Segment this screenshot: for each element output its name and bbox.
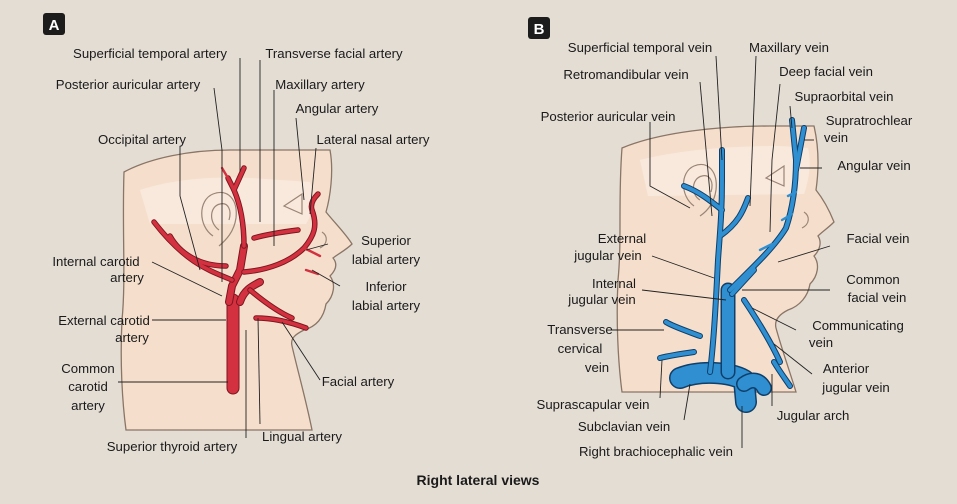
artery-tree bbox=[151, 165, 322, 395]
label-superior-labial-artery-line1: Superior bbox=[361, 233, 411, 248]
label-external-jugular-vein-line1: External bbox=[598, 231, 646, 246]
label-suprascapular-vein: Suprascapular vein bbox=[537, 397, 650, 412]
label-inferior-labial-artery-line2: labial artery bbox=[352, 298, 421, 313]
figure-caption: Right lateral views bbox=[417, 472, 540, 488]
panel-b: B bbox=[528, 17, 913, 459]
label-deep-facial-vein: Deep facial vein bbox=[779, 64, 873, 79]
label-right-brachiocephalic-vein: Right brachiocephalic vein bbox=[579, 444, 733, 459]
vein-tree bbox=[657, 117, 807, 413]
eye-a-icon bbox=[282, 192, 303, 215]
label-angular-vein: Angular vein bbox=[837, 158, 910, 173]
label-supratrochlear-vein-line1: Supratrochlear bbox=[826, 113, 913, 128]
label-facial-vein: Facial vein bbox=[846, 231, 909, 246]
svg-text:A: A bbox=[49, 17, 60, 34]
panel-a-badge: A bbox=[43, 13, 65, 35]
label-jugular-arch: Jugular arch bbox=[777, 408, 850, 423]
label-maxillary-artery: Maxillary artery bbox=[275, 77, 365, 92]
label-angular-artery: Angular artery bbox=[296, 101, 379, 116]
nostril-b-icon bbox=[801, 211, 809, 229]
ear-a-icon bbox=[201, 191, 237, 247]
label-transverse-facial-artery: Transverse facial artery bbox=[265, 46, 403, 61]
label-retromandibular-vein: Retromandibular vein bbox=[563, 67, 688, 82]
label-common-carotid-artery-line2: carotid bbox=[68, 379, 108, 394]
label-supraorbital-vein: Supraorbital vein bbox=[795, 89, 894, 104]
leader-lines-b bbox=[612, 55, 831, 448]
label-anterior-jugular-vein-line2: jugular vein bbox=[821, 380, 889, 395]
label-occipital-artery: Occipital artery bbox=[98, 132, 186, 147]
labels-b: Superficial temporal vein Maxillary vein… bbox=[537, 40, 913, 459]
labels-a: Superficial temporal artery Transverse f… bbox=[52, 46, 429, 454]
panel-a: A bbox=[43, 13, 430, 454]
label-communicating-vein-line1: Communicating bbox=[812, 318, 904, 333]
label-inferior-labial-artery-line1: Inferior bbox=[365, 279, 407, 294]
label-internal-carotid-artery-line1: Internal carotid bbox=[52, 254, 139, 269]
label-superficial-temporal-vein: Superficial temporal vein bbox=[568, 40, 712, 55]
label-anterior-jugular-vein-line1: Anterior bbox=[823, 361, 870, 376]
label-lingual-artery: Lingual artery bbox=[262, 429, 342, 444]
label-common-carotid-artery-line3: artery bbox=[71, 398, 105, 413]
label-posterior-auricular-vein: Posterior auricular vein bbox=[541, 109, 676, 124]
label-supratrochlear-vein-line2: vein bbox=[824, 130, 848, 145]
label-external-carotid-artery-line1: External carotid bbox=[58, 313, 150, 328]
leader-lines-a bbox=[118, 58, 341, 438]
label-facial-artery: Facial artery bbox=[322, 374, 395, 389]
eye-b-icon bbox=[764, 164, 785, 187]
label-maxillary-vein: Maxillary vein bbox=[749, 40, 829, 55]
label-external-carotid-artery-line2: artery bbox=[115, 330, 149, 345]
label-transverse-cervical-vein-line2: cervical bbox=[558, 341, 603, 356]
label-common-carotid-artery-line1: Common bbox=[61, 361, 115, 376]
label-communicating-vein-line2: vein bbox=[809, 335, 833, 350]
svg-text:B: B bbox=[534, 21, 545, 38]
head-silhouette-a bbox=[120, 149, 353, 431]
label-internal-jugular-vein-line2: jugular vein bbox=[567, 292, 635, 307]
label-transverse-cervical-vein-line1: Transverse bbox=[547, 322, 612, 337]
nostril-a-icon bbox=[319, 231, 327, 249]
label-external-jugular-vein-line2: jugular vein bbox=[573, 248, 641, 263]
label-common-facial-vein-line2: facial vein bbox=[848, 290, 907, 305]
label-subclavian-vein: Subclavian vein bbox=[578, 419, 670, 434]
label-posterior-auricular-artery: Posterior auricular artery bbox=[56, 77, 201, 92]
label-superior-labial-artery-line2: labial artery bbox=[352, 252, 421, 267]
panel-b-badge: B bbox=[528, 17, 550, 39]
label-superficial-temporal-artery: Superficial temporal artery bbox=[73, 46, 227, 61]
label-internal-carotid-artery-line2: artery bbox=[110, 270, 144, 285]
label-transverse-cervical-vein-line3: vein bbox=[585, 360, 609, 375]
label-internal-jugular-vein-line1: Internal bbox=[592, 276, 636, 291]
label-superior-thyroid-artery: Superior thyroid artery bbox=[107, 439, 238, 454]
label-lateral-nasal-artery: Lateral nasal artery bbox=[317, 132, 430, 147]
label-common-facial-vein-line1: Common bbox=[846, 272, 900, 287]
